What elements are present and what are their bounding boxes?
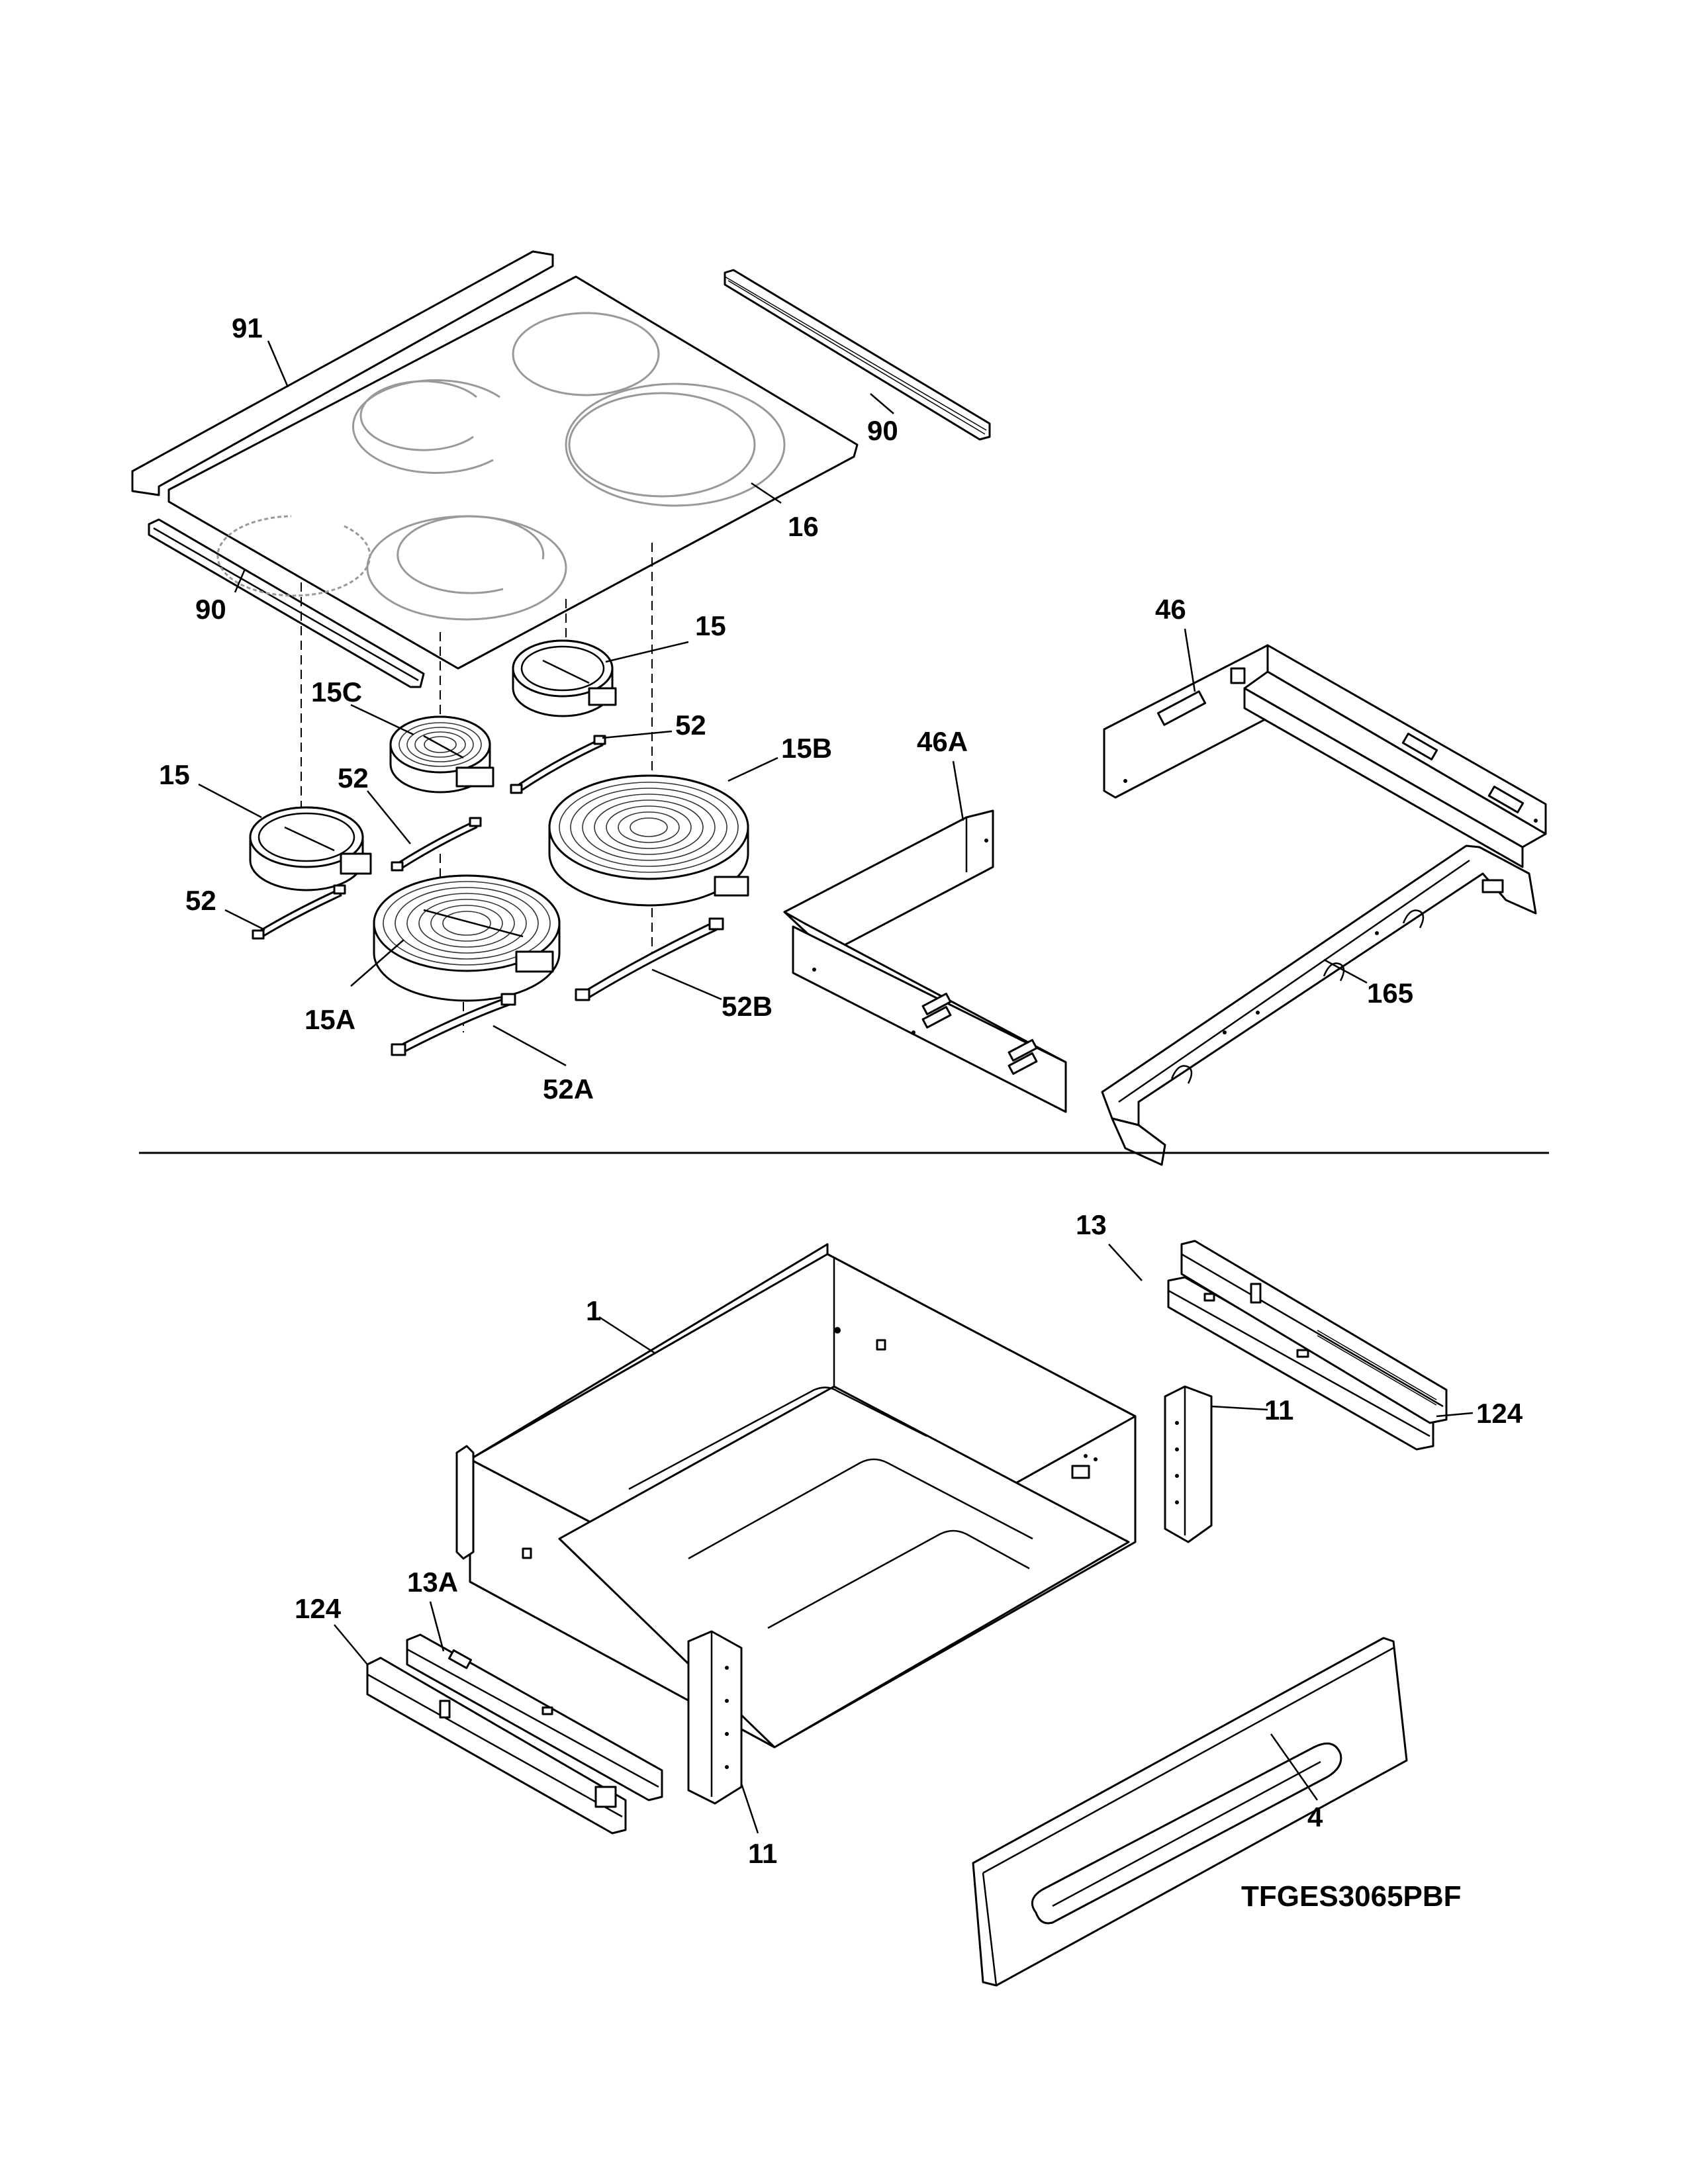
callout-52A: 52A [543,1073,594,1105]
callout-52B: 52B [722,991,773,1022]
part-46A-front-bracket[interactable] [783,809,1067,1113]
part-15-radiant-element-left[interactable] [249,806,372,891]
callout-52-upper-right: 52 [675,709,706,741]
callout-165: 165 [1367,978,1413,1009]
part-15C-radiant-element-small[interactable] [389,715,494,794]
part-52-wire-strap-middle[interactable] [391,817,482,872]
part-124-slide-rail-left[interactable] [366,1657,627,1835]
part-52-wire-strap-upper[interactable] [510,735,606,794]
callout-1: 1 [586,1295,601,1326]
callout-labels: 91 90 90 16 15 15C 52 15B 15 52 52 15A 5… [159,312,1523,1913]
callout-91: 91 [232,312,263,343]
part-91-rear-trim[interactable] [131,250,554,496]
callout-90-right: 90 [867,415,898,446]
callout-52-middle: 52 [338,762,369,794]
callout-11-left: 11 [748,1838,777,1869]
part-13-drawer-slide-right[interactable] [1167,1276,1434,1451]
part-52B-wire-strap[interactable] [575,917,724,1001]
part-165-side-rail[interactable] [1101,844,1537,1166]
leader-lines [198,340,1474,1834]
callout-15B: 15B [781,733,832,764]
part-11-bracket-left[interactable] [687,1630,743,1805]
part-15B-radiant-element-large[interactable] [548,774,749,907]
part-15-radiant-element-rear[interactable] [512,639,617,717]
callout-46: 46 [1155,594,1186,625]
callout-4: 4 [1307,1801,1323,1833]
part-124-slide-rail-right[interactable] [1180,1240,1448,1424]
part-46-rear-bracket[interactable] [1103,644,1547,868]
callout-124-right: 124 [1476,1398,1523,1429]
callout-124-left: 124 [295,1593,342,1624]
callout-13A: 13A [407,1567,458,1598]
part-52A-wire-strap[interactable] [391,993,516,1056]
part-16-glass-cooktop[interactable] [167,275,859,670]
part-52-wire-strap-lower[interactable] [252,884,346,940]
callout-52-lower-left: 52 [185,885,216,916]
callout-16: 16 [788,511,819,542]
callout-90-left: 90 [195,594,226,625]
callout-11-right: 11 [1264,1394,1293,1426]
model-number: TFGES3065PBF [1241,1880,1462,1913]
part-11-bracket-right[interactable] [1164,1385,1213,1543]
part-4-drawer-front[interactable] [972,1637,1408,1987]
part-13A-drawer-slide-left[interactable] [406,1633,663,1801]
part-90-side-trim-right[interactable] [724,269,991,441]
part-1-drawer-box[interactable] [455,1243,1137,1749]
callout-15A: 15A [305,1004,355,1035]
callout-46A: 46A [917,726,968,757]
part-15A-radiant-element-front[interactable] [373,874,561,1002]
callout-15C: 15C [311,676,362,707]
callout-15-left: 15 [159,759,190,790]
callout-13: 13 [1076,1209,1107,1240]
callout-15-right: 15 [695,610,726,641]
